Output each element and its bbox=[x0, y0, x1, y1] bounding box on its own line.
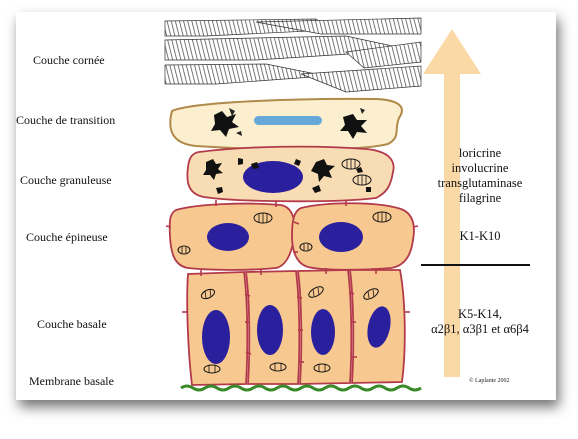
label-couche-basale: Couche basale bbox=[37, 317, 107, 331]
marker-involucrine: involucrine bbox=[451, 161, 509, 175]
mitochondrion bbox=[352, 174, 372, 186]
keratin-bar bbox=[254, 116, 322, 125]
mitochondrion bbox=[200, 288, 216, 300]
nucleus bbox=[367, 306, 391, 348]
basement-membrane bbox=[180, 384, 422, 392]
label-couche-granuleuse: Couche granuleuse bbox=[20, 173, 112, 187]
basal-cell bbox=[348, 269, 406, 384]
nucleus bbox=[207, 223, 249, 251]
mitochondrion bbox=[341, 158, 361, 170]
transition-cell bbox=[169, 97, 403, 151]
mitochondrion bbox=[308, 286, 324, 298]
mitochondrion bbox=[363, 288, 379, 300]
upper-markers: loricrine involucrine transglutaminase f… bbox=[421, 146, 539, 206]
granular-cell bbox=[186, 145, 395, 203]
desmosome-ticks bbox=[165, 200, 419, 363]
nucleus bbox=[257, 305, 283, 355]
marker-k5-k14: K5-K14, bbox=[457, 307, 503, 321]
label-couche-cornee: Couche cornée bbox=[33, 53, 105, 67]
differentiation-arrow bbox=[423, 29, 481, 377]
mitochondrion bbox=[177, 245, 191, 255]
marker-k1-k10: K1-K10 bbox=[459, 229, 501, 243]
epidermis-diagram bbox=[164, 17, 530, 392]
basal-markers: K5-K14, α2β1, α3β1 et α6β4 bbox=[418, 307, 542, 337]
nucleus bbox=[311, 309, 335, 355]
marker-integrins: α2β1, α3β1 et α6β4 bbox=[431, 322, 529, 336]
mitochondrion bbox=[313, 363, 331, 373]
mitochondrion bbox=[203, 364, 221, 374]
marker-filagrine: filagrine bbox=[458, 191, 502, 205]
corneum-squame bbox=[345, 41, 422, 69]
mitochondrion bbox=[253, 212, 273, 224]
mitochondrion bbox=[372, 211, 392, 223]
label-couche-transition: Couche de transition bbox=[16, 113, 116, 127]
nucleus bbox=[243, 161, 303, 193]
nucleus bbox=[202, 310, 230, 364]
label-couche-epineuse: Couche épineuse bbox=[26, 230, 108, 244]
nucleus bbox=[319, 222, 363, 252]
basal-cell bbox=[186, 271, 249, 386]
mitochondrion bbox=[299, 242, 313, 252]
copyright-note: © Laplante 2002 bbox=[469, 378, 510, 384]
label-membrane-basale: Membrane basale bbox=[29, 374, 114, 388]
corneum-layer bbox=[164, 17, 422, 93]
basal-cell bbox=[244, 270, 301, 385]
marker-loricrine: loricrine bbox=[458, 146, 502, 160]
figure-frame: Couche cornée Couche de transition Couch… bbox=[16, 12, 556, 400]
mitochondrion bbox=[269, 362, 287, 372]
corneum-squame bbox=[164, 63, 327, 85]
spinous-cell bbox=[168, 202, 296, 271]
corneum-squame bbox=[255, 17, 422, 35]
corneum-squame bbox=[300, 65, 422, 93]
corneum-squame bbox=[164, 35, 412, 61]
basal-cell bbox=[296, 269, 353, 385]
spinous-cell bbox=[291, 202, 415, 271]
marker-transglutaminase: transglutaminase bbox=[437, 176, 523, 190]
